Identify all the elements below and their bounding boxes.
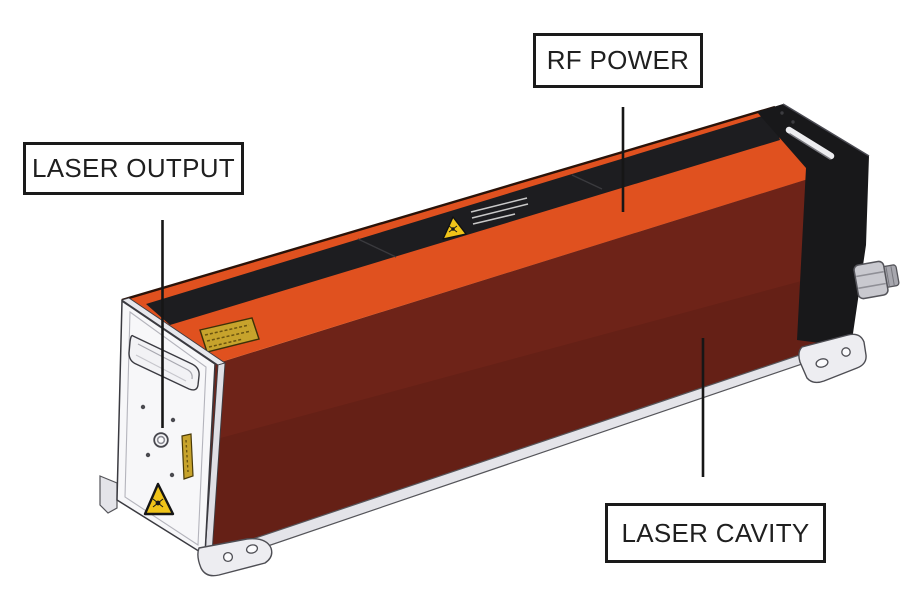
rear-handle-recess-shadow: [789, 133, 831, 160]
gold-label-strip: [181, 433, 194, 480]
callout-label-laser-cavity: LASER CAVITY: [621, 517, 810, 548]
front-handle-slot: [128, 334, 200, 391]
base-left-tab: [99, 475, 118, 514]
rear-end-cap: [757, 103, 870, 347]
callout-box-laser-cavity: LASER CAVITY: [605, 503, 826, 563]
plate-inner-bevel-line: [124, 310, 207, 546]
callout-label-laser-output: LASER OUTPUT: [32, 153, 235, 183]
rear-handle-recess: [785, 126, 835, 160]
laser-output-aperture: [153, 432, 169, 448]
front-mounting-foot: [197, 538, 273, 577]
side-face-shading: [205, 270, 845, 555]
warning-strip-top: [146, 113, 780, 325]
callout-leader-lines: [161, 107, 705, 477]
callout-label-rf-power: RF POWER: [546, 45, 690, 75]
cap-body: [757, 104, 869, 347]
laser-warning-triangle-icon: [442, 216, 467, 240]
side-face-maroon: [205, 169, 845, 555]
strip-seam-line: [571, 174, 603, 190]
callout-box-rf-power: RF POWER: [533, 33, 703, 88]
gold-product-label: [199, 317, 260, 353]
warning-fine-print: [470, 197, 529, 225]
screw-holes: [140, 404, 176, 478]
cap-screw: [780, 111, 784, 115]
strip-black-panel: [146, 113, 780, 325]
cap-screw: [791, 120, 795, 124]
top-far-edge: [121, 105, 776, 302]
callout-box-laser-output: LASER OUTPUT: [23, 142, 244, 195]
laser-cavity-side-face: [205, 169, 845, 555]
cap-edge-highlight: [782, 103, 870, 157]
front-end-plate: [116, 297, 227, 557]
laser-warning-triangle-icon: [143, 482, 175, 516]
strip-seam-line: [357, 238, 397, 258]
rf-connector: [853, 260, 900, 300]
rear-mounting-foot: [798, 333, 867, 384]
